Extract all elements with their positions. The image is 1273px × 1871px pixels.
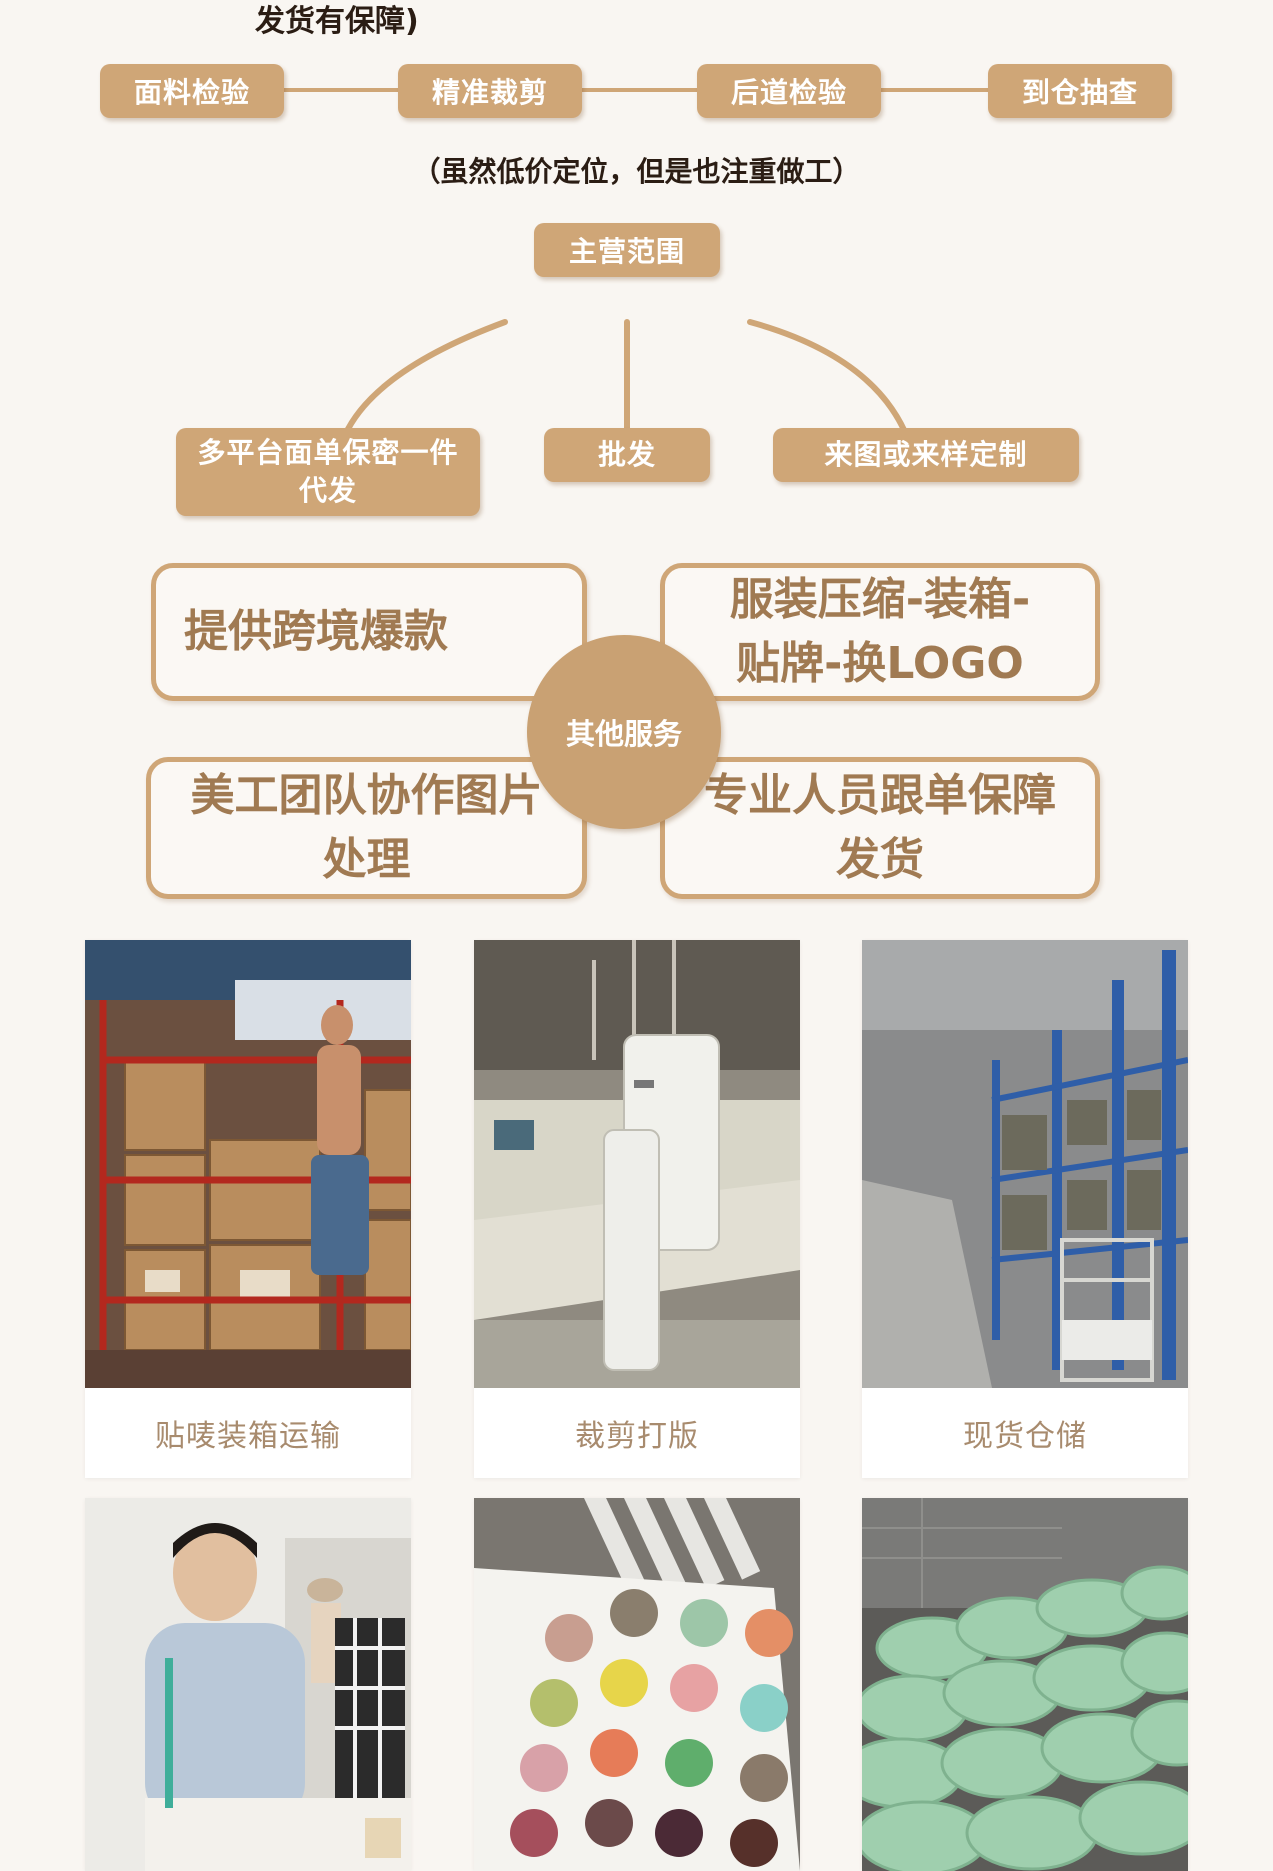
designer-photo <box>85 1498 411 1871</box>
photo-card-shipping: 贴唛装箱运输 <box>85 940 411 1478</box>
process-step-precise-cutting: 精准裁剪 <box>398 64 582 118</box>
storage-shelves-photo <box>862 940 1188 1388</box>
photo-card-cutting: 裁剪打版 <box>474 940 800 1478</box>
photo-card-swatches <box>474 1498 800 1871</box>
photo-caption-cutting: 裁剪打版 <box>575 1419 699 1454</box>
service-order-follow-up: 专业人员跟单保障发货 <box>660 757 1100 899</box>
service-compress-pack-relabel: 服装压缩-装箱-贴牌-换LOGO <box>660 563 1100 701</box>
scope-item-custom-order: 来图或来样定制 <box>773 428 1079 482</box>
warehouse-loading-photo <box>85 940 411 1388</box>
process-note: （虽然低价定位，但是也注重做工） <box>412 155 861 188</box>
photo-caption-shipping: 贴唛装箱运输 <box>155 1419 341 1454</box>
service-cross-border-hits: 提供跨境爆款 <box>151 563 587 701</box>
scope-item-wholesale: 批发 <box>544 428 710 482</box>
cutting-machine-photo <box>474 940 800 1388</box>
process-step-final-inspection: 后道检验 <box>697 64 881 118</box>
process-connector-line <box>270 88 1030 92</box>
other-services-title: 其他服务 <box>527 635 721 829</box>
packed-bales-photo <box>862 1498 1188 1871</box>
service-art-team-images: 美工团队协作图片处理 <box>146 757 587 899</box>
process-step-fabric-inspection: 面料检验 <box>100 64 284 118</box>
top-partial-text: 发货有保障) <box>255 4 419 39</box>
scope-connector-lines <box>342 319 908 438</box>
main-scope-title: 主营范围 <box>534 223 720 277</box>
photo-card-bales <box>862 1498 1188 1871</box>
photo-card-storage: 现货仓储 <box>862 940 1188 1478</box>
photo-card-designer <box>85 1498 411 1871</box>
scope-item-dropship: 多平台面单保密一件代发 <box>176 428 480 516</box>
photo-caption-storage: 现货仓储 <box>963 1419 1087 1454</box>
color-swatch-photo <box>474 1498 800 1871</box>
process-step-warehouse-check: 到仓抽查 <box>988 64 1172 118</box>
